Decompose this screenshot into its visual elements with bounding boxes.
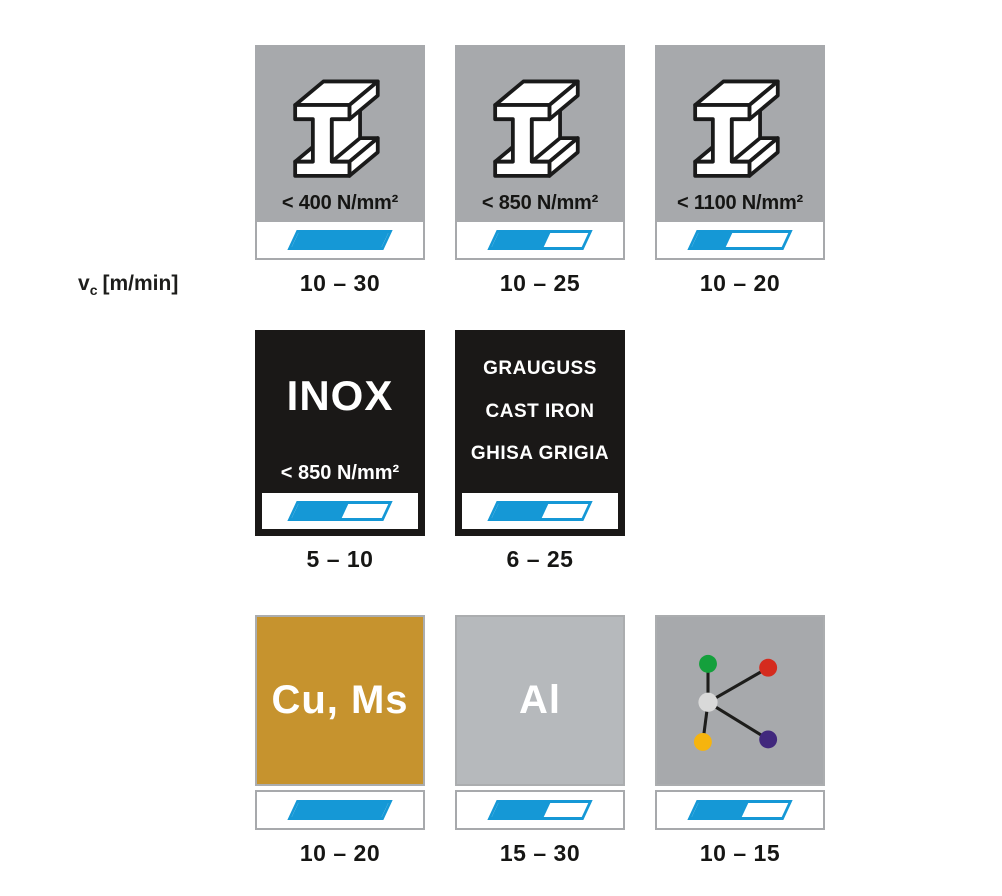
material-tile-copper-brass: Cu, Ms 10 – 20 [255,615,425,867]
i-beam-icon [681,72,799,190]
tile-face: < 400 N/mm² [255,45,425,220]
suitability-strip [255,790,425,830]
cutting-speed-axis-label: vc[m/min] [78,272,178,298]
suitability-strip [462,493,618,529]
red-dot [759,658,778,677]
suitability-parallelogram-icon [487,501,593,521]
nonferrous-row: Cu, Ms 10 – 20 Al 15 – 30 [255,615,825,867]
material-network-icon [693,654,778,751]
speed-range: 10 – 20 [299,840,381,866]
suitability-parallelogram-icon [687,800,793,820]
suitability-parallelogram-icon [287,230,393,250]
tile-face: < 1100 N/mm² [655,45,825,220]
speed-range: 6 – 25 [506,546,574,572]
material-name-de: GRAUGUSS [483,358,597,380]
suitability-strip [255,220,425,260]
material-name-it: GHISA GRIGIA [470,442,610,464]
material-tile-steel-1100: < 1100 N/mm² 10 – 20 [655,45,825,297]
material-tile-cast-iron: GRAUGUSS CAST IRON GHISA GRIGIA 6 – 25 [455,330,625,573]
tile-face: INOX < 850 N/mm² [255,330,425,536]
violet-dot [759,729,778,748]
suitability-strip [455,790,625,830]
material-title: Cu, Ms [271,678,409,722]
speed-range: 15 – 30 [499,840,581,866]
tile-face: Al [455,615,625,786]
vc-subscript: c [89,282,98,299]
material-name-en: CAST IRON [485,400,595,422]
tile-face: GRAUGUSS CAST IRON GHISA GRIGIA [455,330,625,536]
tile-face: < 850 N/mm² [455,45,625,220]
tile-face [655,615,825,786]
suitability-parallelogram-icon [287,501,393,521]
speed-range: 5 – 10 [306,546,374,572]
material-tile-aluminium: Al 15 – 30 [455,615,625,867]
suitability-parallelogram-icon [487,230,593,250]
tensile-strength-label: < 850 N/mm² [481,192,599,214]
tile-content: GRAUGUSS CAST IRON GHISA GRIGIA [462,330,618,493]
speed-range: 10 – 15 [699,840,781,866]
speed-range: 10 – 20 [699,270,781,296]
tile-content: INOX < 850 N/mm² [262,330,418,493]
material-title: INOX [286,372,394,419]
speed-range: 10 – 30 [299,270,381,296]
silver-dot [698,692,718,712]
inox-castiron-row: INOX < 850 N/mm² 5 – 10 GRAUGUSS CAST IR… [255,330,625,573]
suitability-strip [655,790,825,830]
material-tile-multi-material: 10 – 15 [655,615,825,867]
i-beam-icon [281,72,399,190]
suitability-parallelogram-icon [687,230,793,250]
material-tile-inox: INOX < 850 N/mm² 5 – 10 [255,330,425,573]
green-dot [699,654,717,673]
material-tile-steel-400: < 400 N/mm² 10 – 30 [255,45,425,297]
suitability-strip [262,493,418,529]
vc-symbol: v [78,272,90,295]
tensile-strength-label: < 1100 N/mm² [676,192,803,214]
tensile-strength-label: < 400 N/mm² [281,192,399,214]
vc-unit: [m/min] [102,272,179,295]
suitability-parallelogram-icon [487,800,593,820]
speed-range: 10 – 25 [499,270,581,296]
suitability-strip [455,220,625,260]
material-tile-steel-850: < 850 N/mm² 10 – 25 [455,45,625,297]
material-title: Al [519,678,561,722]
i-beam-icon [481,72,599,190]
suitability-strip [655,220,825,260]
yellow-dot [693,732,712,751]
suitability-parallelogram-icon [287,800,393,820]
tile-face: Cu, Ms [255,615,425,786]
tensile-strength-label: < 850 N/mm² [280,462,400,484]
steel-row: < 400 N/mm² 10 – 30 < 850 N/mm² 10 – 25 … [255,45,825,297]
